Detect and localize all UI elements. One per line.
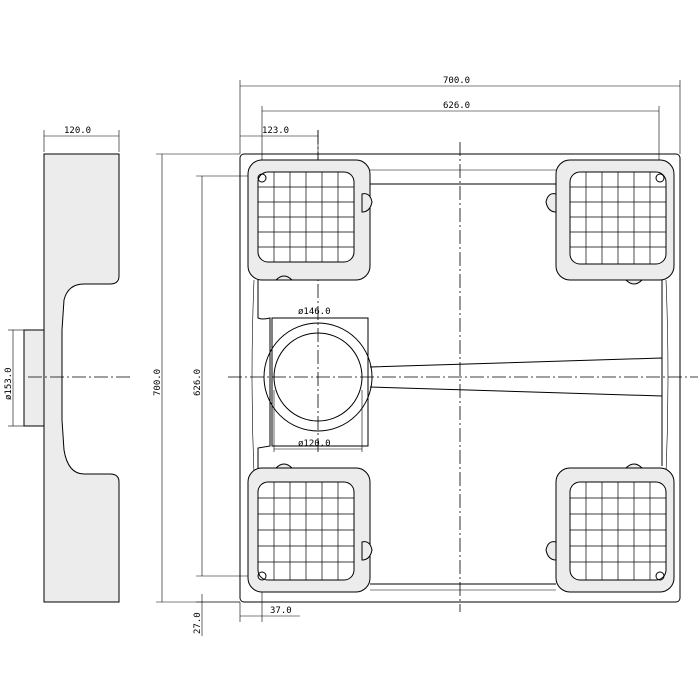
- side-profile-outline: [43, 153, 120, 603]
- corner-pad-bottom-left: [247, 463, 373, 593]
- plan-view: ø146.0 ø120.0: [228, 130, 698, 612]
- drain-channel: [369, 357, 663, 397]
- bolt-icon: [257, 571, 267, 581]
- corner-pad-bottom-right: [545, 463, 675, 593]
- dim-corner-v-label: 27.0: [193, 612, 203, 634]
- side-drain-stub: [23, 329, 45, 427]
- dim-overall-height-label: 700.0: [153, 369, 163, 396]
- dim-overall-width-label: 700.0: [443, 76, 470, 86]
- corner-pad-top-left: [247, 159, 373, 281]
- dim-corner-h-label: 37.0: [270, 606, 292, 616]
- corner-pad-top-right: [545, 159, 675, 285]
- left-dimensions: 700.0 626.0 27.0 37.0: [153, 153, 300, 636]
- clip-icon: [274, 463, 294, 469]
- tray-inner-outline: [257, 183, 663, 585]
- dim-side-depth-label: 120.0: [64, 126, 91, 136]
- clip-icon: [545, 541, 557, 561]
- side-view: 120.0 ø153.0: [4, 126, 132, 603]
- dim-drain-outer-label: ø146.0: [298, 307, 331, 317]
- bolt-icon: [257, 173, 267, 183]
- clip-icon: [274, 275, 294, 281]
- clip-icon: [624, 279, 644, 285]
- drain-boss: [271, 317, 369, 447]
- dim-drain-inner-label: ø120.0: [298, 439, 331, 449]
- clip-icon: [361, 193, 373, 213]
- bolt-icon: [655, 173, 665, 183]
- dim-inner-width-label: 626.0: [443, 101, 470, 111]
- dim-inner-height-label: 626.0: [193, 369, 203, 396]
- clip-icon: [624, 463, 644, 469]
- clip-icon: [361, 541, 373, 561]
- clip-icon: [545, 193, 557, 213]
- dim-pad-width-label: 123.0: [262, 126, 289, 136]
- top-dimensions: 700.0 626.0 123.0: [239, 76, 681, 178]
- dim-side-dia-label: ø153.0: [4, 367, 14, 400]
- bolt-icon: [655, 571, 665, 581]
